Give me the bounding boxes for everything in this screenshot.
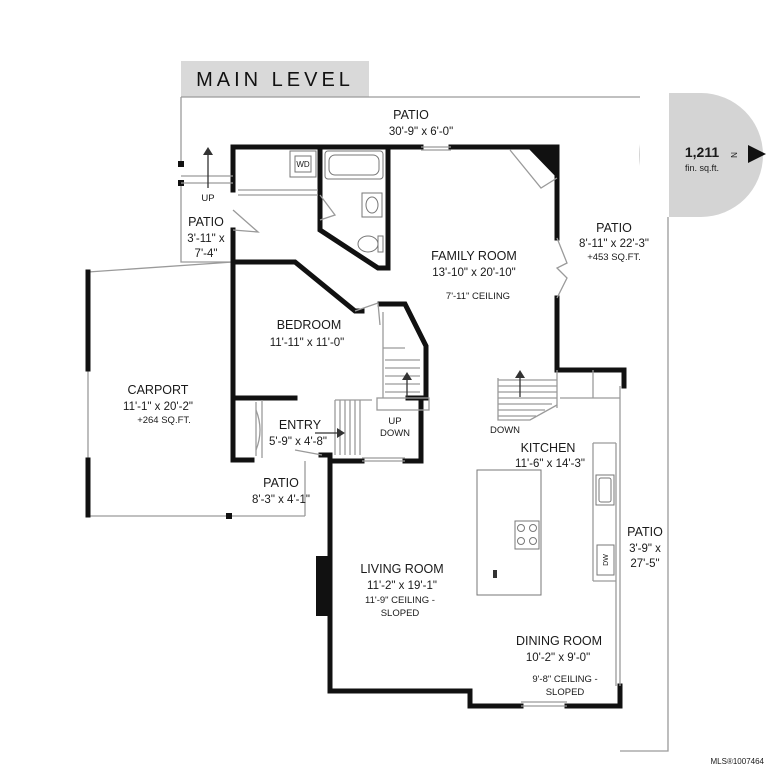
entry-name: ENTRY <box>279 418 322 432</box>
dining-room-name: DINING ROOM <box>516 634 602 648</box>
north-arrow-icon <box>748 145 766 163</box>
patio-kitchen-name: PATIO <box>627 525 663 539</box>
living-room-name: LIVING ROOM <box>360 562 443 576</box>
bedroom-name: BEDROOM <box>277 318 342 332</box>
fireplace-corner <box>527 147 557 178</box>
interior-lines <box>181 146 621 707</box>
door-swings <box>232 194 568 456</box>
living-room-ceiling-1: 11'-9" CEILING - <box>365 595 435 606</box>
vanity <box>361 192 383 218</box>
fireplace <box>316 556 330 616</box>
stairs-down-right: DOWN <box>490 425 520 436</box>
fixtures: WD DW <box>255 147 615 616</box>
entry-dims: 5'-9" x 4'-8" <box>269 436 327 448</box>
carport-name: CARPORT <box>128 383 189 397</box>
carport-dims: 11'-1" x 20'-2" <box>123 401 193 413</box>
north-label: N <box>730 152 739 158</box>
family-room-dims: 13'-10" x 20'-10" <box>432 267 516 279</box>
room-labels: PATIO 30'-9" x 6'-0" UP PATIO 3'-11" x 7… <box>123 108 663 698</box>
kitchen-name: KITCHEN <box>521 441 576 455</box>
level-header: MAIN LEVEL <box>181 61 369 97</box>
dishwasher-label: DW <box>603 554 610 566</box>
family-room-name: FAMILY ROOM <box>431 249 517 263</box>
stairs-up-center: UP <box>388 416 401 427</box>
stairs-entry <box>334 399 372 455</box>
patio-right-extra: +453 SQ.FT. <box>587 252 641 263</box>
carport-extra: +264 SQ.FT. <box>137 415 191 426</box>
toilet <box>357 235 379 253</box>
patio-right-name: PATIO <box>596 221 632 235</box>
patio-kitchen-dims-1: 3'-9" x <box>629 543 661 555</box>
bathtub <box>324 150 384 180</box>
kitchen-island <box>476 469 542 596</box>
patio-kitchen-dims-2: 27'-5" <box>630 558 659 570</box>
stairs-down-center: DOWN <box>380 428 410 439</box>
stairs-center <box>376 359 430 411</box>
patio-top-name: PATIO <box>393 108 429 122</box>
sink <box>595 474 615 506</box>
stairs-up-left: UP <box>201 193 214 204</box>
patio-top-dims: 30'-9" x 6'-0" <box>389 126 453 138</box>
dining-room-dims: 10'-2" x 9'-0" <box>526 652 590 664</box>
dining-room-ceiling-2: SLOPED <box>546 687 585 698</box>
area-value: 1,211 <box>685 144 719 160</box>
dining-room-ceiling-1: 9'-8" CEILING - <box>532 674 597 685</box>
patio-left-dims-1: 3'-11" x <box>187 233 225 245</box>
entry-window <box>255 402 261 456</box>
mls-number: MLS®1007464 <box>711 757 765 766</box>
patio-left-dims-2: 7'-4" <box>195 248 218 260</box>
area-unit: fin. sq.ft. <box>685 163 719 173</box>
dishwasher <box>596 544 615 576</box>
washer-dryer-label: WD <box>296 160 310 169</box>
bedroom-dims: 11'-11" x 11'-0" <box>270 337 345 349</box>
patio-right-dims: 8'-11" x 22'-3" <box>579 238 649 250</box>
area-compass: 1,211 fin. sq.ft. N <box>639 93 766 217</box>
kitchen-dims: 11'-6" x 14'-3" <box>515 458 585 470</box>
stair-arrows <box>203 147 525 438</box>
living-room-ceiling-2: SLOPED <box>381 608 420 619</box>
level-title: MAIN LEVEL <box>196 69 354 91</box>
stairs <box>203 147 558 455</box>
patio-left-name: PATIO <box>188 215 224 229</box>
living-room-dims: 11'-2" x 19'-1" <box>367 580 437 592</box>
patio-bottom-dims: 8'-3" x 4'-1" <box>252 494 310 506</box>
patio-bottom-name: PATIO <box>263 476 299 490</box>
cooktop <box>514 520 540 550</box>
washer-dryer <box>289 150 317 178</box>
stairs-kitchen <box>497 378 558 421</box>
family-room-ceiling: 7'-11" CEILING <box>446 291 510 302</box>
